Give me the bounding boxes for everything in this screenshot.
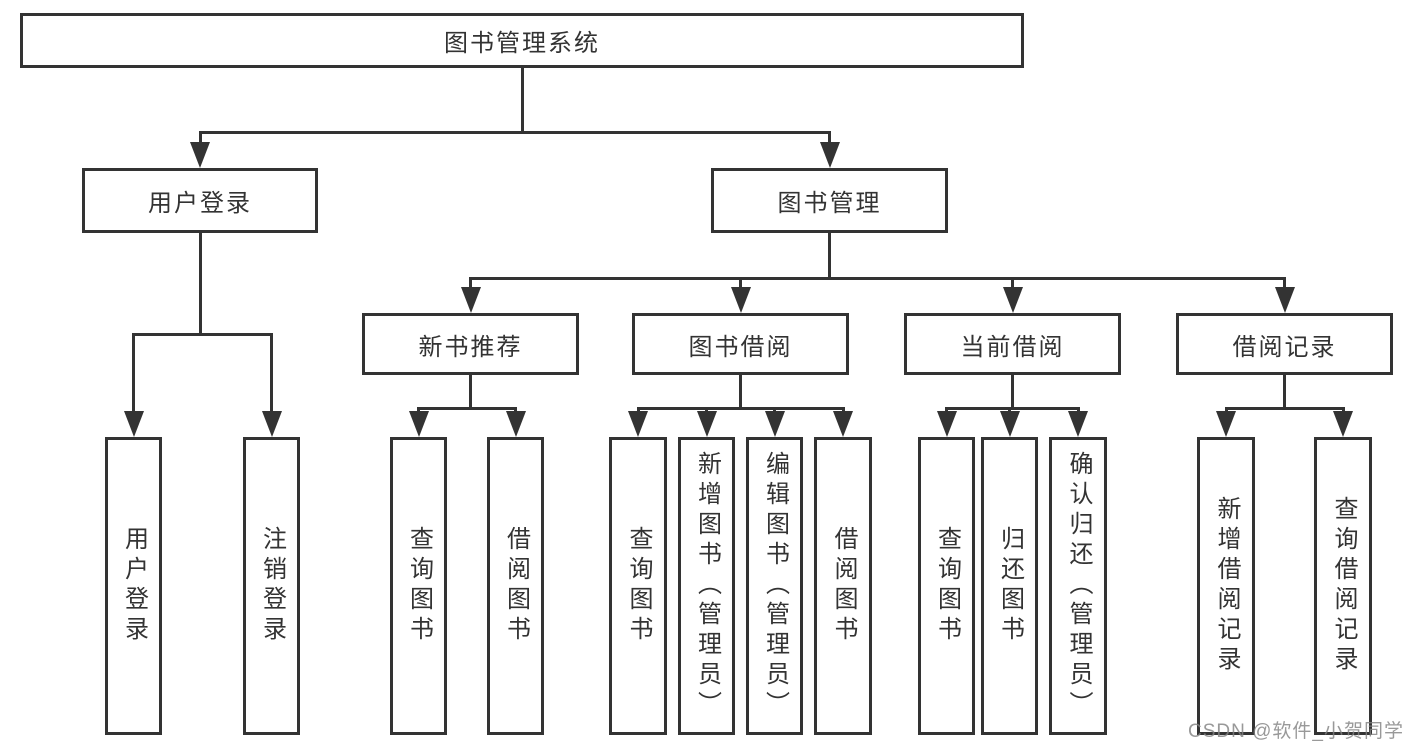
connector-line [945, 407, 1080, 410]
arrow-down-icon [936, 411, 957, 437]
node-rec-query: 查询借阅记录 [1314, 437, 1372, 735]
arrow-down-icon [730, 287, 751, 313]
node-label: 当前借阅 [960, 333, 1065, 361]
connector-line [132, 333, 135, 413]
connector-line [469, 277, 1286, 280]
node-label: 查询借阅记录 [1330, 496, 1357, 676]
arrow-down-icon [460, 287, 481, 313]
node-label: 新增借阅记录 [1213, 496, 1240, 676]
node-bw-add: 新增图书（管理员） [678, 437, 735, 735]
node-label: 新书推荐 [418, 333, 523, 361]
node-login: 用户登录 [82, 168, 318, 233]
connector-line [1283, 375, 1286, 407]
node-label: 用户登录 [148, 190, 252, 217]
connector-line [132, 333, 273, 336]
node-bw-edit: 编辑图书（管理员） [746, 437, 803, 735]
node-label: 用户登录 [120, 526, 148, 646]
node-label: 查询图书 [405, 526, 433, 646]
node-newbook: 新书推荐 [362, 313, 579, 375]
connector-line [417, 407, 517, 410]
node-label: 借阅记录 [1232, 333, 1337, 361]
arrow-down-icon [1068, 411, 1088, 437]
connector-line [198, 131, 831, 134]
node-label: 查询图书 [625, 526, 652, 646]
connector-line [945, 407, 948, 413]
connector-line [417, 407, 420, 413]
connector-line [1011, 375, 1014, 407]
arrow-down-icon [999, 411, 1020, 437]
node-login-logout: 注销登录 [243, 437, 300, 735]
node-cur-query: 查询图书 [918, 437, 975, 735]
node-nb-query: 查询图书 [390, 437, 447, 735]
connector-line [636, 407, 845, 410]
node-label: 图书管理 [777, 190, 882, 217]
arrow-down-icon [628, 411, 648, 437]
connector-line [469, 375, 472, 407]
node-nb-borrow: 借阅图书 [487, 437, 544, 735]
connector-line [739, 375, 742, 407]
connector-line [828, 233, 831, 277]
node-label: 编辑图书（管理员） [761, 451, 789, 721]
connector-line [1224, 407, 1228, 413]
node-mgmt: 图书管理 [711, 168, 948, 233]
node-records: 借阅记录 [1176, 313, 1393, 375]
node-bw-query: 查询图书 [609, 437, 667, 735]
connector-line [739, 277, 742, 289]
node-label: 图书管理系统 [444, 30, 600, 57]
connector-line [520, 68, 524, 131]
node-label: 借阅图书 [502, 526, 530, 646]
node-rec-add: 新增借阅记录 [1197, 437, 1255, 735]
node-bw-borrow: 借阅图书 [814, 437, 872, 735]
node-label: 借阅图书 [830, 526, 857, 646]
arrow-down-icon [190, 142, 210, 168]
node-label: 查询图书 [933, 526, 961, 646]
node-label: 确认归还（管理员） [1065, 451, 1092, 721]
connector-line [841, 407, 845, 413]
connector-line [828, 131, 831, 144]
connector-line [1341, 407, 1345, 413]
node-borrow: 图书借阅 [632, 313, 849, 375]
arrow-down-icon [123, 411, 144, 437]
connector-line [773, 407, 776, 413]
arrow-down-icon [505, 411, 526, 437]
connector-line [270, 333, 273, 413]
connector-line [1076, 407, 1080, 413]
arrow-down-icon [764, 411, 785, 437]
arrow-down-icon [696, 411, 717, 437]
node-label: 图书借阅 [688, 333, 793, 361]
node-cur-return: 归还图书 [981, 437, 1038, 735]
node-root: 图书管理系统 [20, 13, 1024, 68]
arrow-down-icon [1216, 411, 1236, 437]
connector-line [198, 131, 202, 144]
arrow-down-icon [1274, 287, 1295, 313]
connector-line [636, 407, 640, 413]
arrow-down-icon [833, 411, 853, 437]
node-current: 当前借阅 [904, 313, 1121, 375]
csdn-watermark: CSDN @软件_小贺同学 [1188, 721, 1404, 742]
node-login-user: 用户登录 [105, 437, 162, 735]
node-cur-confirm: 确认归还（管理员） [1049, 437, 1107, 735]
arrow-down-icon [261, 411, 282, 437]
connector-line [469, 277, 472, 289]
connector-line [1283, 277, 1286, 289]
arrow-down-icon [1002, 287, 1023, 313]
connector-line [1011, 277, 1014, 289]
arrow-down-icon [1333, 411, 1353, 437]
connector-line [705, 407, 708, 413]
node-label: 注销登录 [258, 526, 286, 646]
connector-line [1008, 407, 1011, 413]
node-label: 新增图书（管理员） [693, 451, 721, 721]
connector-line [1224, 407, 1345, 410]
node-label: 归还图书 [996, 526, 1024, 646]
connector-line [198, 233, 202, 333]
arrow-down-icon [408, 411, 429, 437]
arrow-down-icon [819, 142, 840, 168]
connector-line [514, 407, 517, 413]
